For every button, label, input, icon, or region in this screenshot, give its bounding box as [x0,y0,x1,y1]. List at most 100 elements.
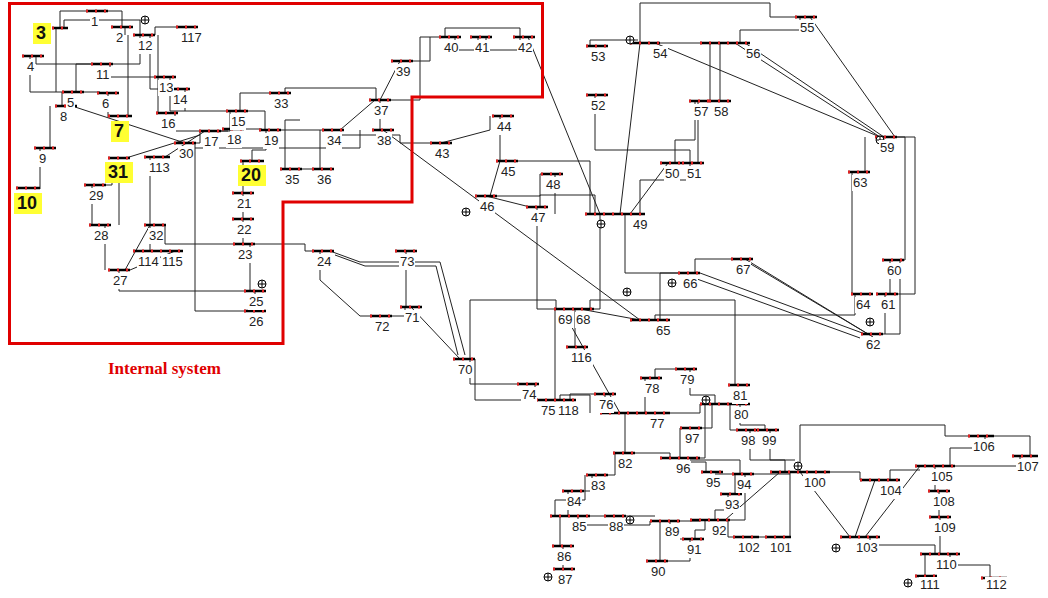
bus-number: 80 [733,407,749,423]
bus-number: 68 [575,312,591,328]
bus-number: 34 [326,133,342,149]
bus-number: 42 [517,40,533,56]
bus-number: 88 [608,519,624,535]
bus-number: 101 [769,540,793,556]
bus-number: 74 [521,387,537,403]
bus-number: 11 [95,67,111,83]
bus-number: 50 [664,166,680,182]
bus-number: 25 [248,294,264,310]
bus-number: 97 [684,431,700,447]
bus-number: 92 [711,523,727,539]
bus-number: 70 [457,362,473,378]
bus-number: 56 [745,46,761,62]
bus-number: 19 [263,133,279,149]
bus-number: 60 [886,263,902,279]
bus-number: 57 [693,104,709,120]
bus-number: 33 [273,96,289,112]
bus-number: 30 [178,146,194,162]
bus-number: 115 [161,254,184,270]
bus-number: 4 [26,59,35,75]
bus-number: 61 [880,297,896,313]
bus-number: 83 [590,478,606,494]
bus-number: 1 [90,14,99,30]
bus-number: 77 [649,416,665,432]
bus-number: 29 [88,188,104,204]
bus-number: 71 [404,310,420,326]
bus-number: 53 [590,49,606,65]
bus-number: 76 [598,397,614,413]
bus-number: 90 [650,564,666,580]
bus-number: 99 [761,433,777,449]
highlighted-bus-number: 3 [33,23,51,44]
highlighted-bus-number: 31 [105,162,133,183]
bus-number: 111 [919,577,941,593]
bus-number: 10 [14,193,40,213]
bus-number: 21 [236,196,252,212]
bus-number: 84 [566,494,582,510]
bus-number: 14 [172,92,188,108]
bus-number: 27 [112,273,128,289]
bus-number: 17 [203,134,219,150]
bus-number: 2 [115,30,124,46]
bus-number: 26 [248,314,264,330]
bus-number: 91 [686,542,702,558]
bus-number: 67 [735,262,751,278]
bus-number: 35 [284,172,300,188]
bus-number: 110 [935,557,958,573]
bus-number: 89 [664,524,680,540]
bus-number: 41 [474,40,490,56]
bus-number: 8 [59,109,68,125]
bus-number: 3 [33,23,49,43]
highlighted-bus-number: 10 [14,193,42,214]
bus-number: 7 [111,121,127,141]
bus-number: 9 [38,151,47,167]
bus-number: 28 [93,228,109,244]
bus-number: 23 [237,247,253,263]
bus-number: 104 [879,483,903,499]
region-border [10,4,543,344]
bus-number: 6 [101,96,110,112]
bus-number: 20 [238,165,264,185]
bus-number: 63 [852,175,868,191]
bus-number: 48 [545,177,561,193]
bus-number: 87 [557,572,573,588]
bus-number: 22 [236,222,252,238]
bus-number: 75 [540,403,556,419]
bus-number: 65 [655,323,671,339]
bus-number: 106 [972,439,996,455]
bus-number: 15 [230,114,246,130]
bus-number: 54 [652,46,668,62]
bus-number: 112 [985,577,1008,593]
bus-number: 102 [737,540,761,556]
bus-number: 32 [148,228,164,244]
bus-number: 69 [557,312,573,328]
bus-number: 107 [1016,459,1040,475]
bus-number: 46 [479,199,495,215]
bus-number: 85 [571,519,587,535]
bus-number: 116 [570,350,593,366]
bus-number: 73 [399,254,415,270]
bus-number: 95 [705,475,721,491]
bus-number: 55 [799,20,815,36]
bus-number: 45 [500,164,516,180]
bus-number: 12 [137,38,153,54]
highlighted-bus-number: 20 [238,165,266,186]
bus-number: 78 [644,381,660,397]
bus-number: 79 [679,372,695,388]
bus-number: 58 [713,104,729,120]
bus-number: 59 [879,140,895,156]
bus-number: 82 [617,456,633,472]
bus-number: 40 [443,40,459,56]
bus-number: 81 [732,388,748,404]
bus-number: 96 [675,461,691,477]
bus-number: 24 [316,254,332,270]
bus-number: 52 [590,98,606,114]
bus-number: 37 [373,103,389,119]
bus-number: 118 [557,403,580,419]
bus-number: 93 [724,497,740,513]
bus-number: 49 [632,217,648,233]
bus-number: 100 [803,475,827,491]
bus-number: 43 [434,146,450,162]
bus-number: 94 [736,477,752,493]
